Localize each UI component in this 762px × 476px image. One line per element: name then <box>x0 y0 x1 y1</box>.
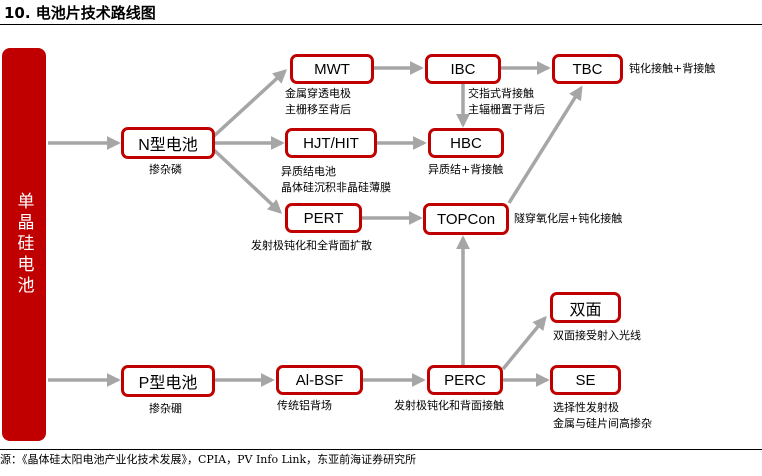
node-se: SE <box>550 365 621 395</box>
node-p-type-cell: P型电池 <box>121 365 215 397</box>
note-pert: 发射极钝化和全背面扩散 <box>251 239 372 252</box>
top-rule <box>0 24 762 25</box>
note-p-type: 掺杂硼 <box>149 402 182 415</box>
note-mwt-line-2: 主栅移至背后 <box>285 103 351 116</box>
note-hjt-line-1: 异质结电池 <box>281 165 336 178</box>
node-n-type-cell: N型电池 <box>121 127 215 159</box>
figure-title: 10. 电池片技术路线图 <box>4 4 156 22</box>
note-mwt-line-1: 金属穿透电极 <box>285 87 351 100</box>
note-se-line-2: 金属与硅片间高掺杂 <box>553 417 652 430</box>
node-ibc: IBC <box>425 54 501 84</box>
note-topcon: 隧穿氧化层+钝化接触 <box>514 212 623 225</box>
node-hbc: HBC <box>428 128 504 158</box>
node-tbc: TBC <box>552 54 623 84</box>
node-pert: PERT <box>285 203 362 233</box>
note-se-line-1: 选择性发射极 <box>553 401 619 414</box>
note-hbc: 异质结+背接触 <box>428 163 504 176</box>
note-ibc-line-1: 交指式背接触 <box>468 87 534 100</box>
source-line: 源：《晶体硅太阳电池产业化技术发展》，CPIA，PV Info Link，东亚前… <box>0 453 417 466</box>
mono-silicon-cell-label: 单晶硅电池 <box>13 192 34 297</box>
arrow-topcon-to-tbc <box>507 85 583 204</box>
node-hjt-hit: HJT/HIT <box>285 128 377 158</box>
node-al-bsf: Al-BSF <box>276 365 363 395</box>
node-mwt: MWT <box>290 54 374 84</box>
arrow-n-to-pert <box>212 148 283 214</box>
note-al-bsf: 传统铝背场 <box>277 399 332 412</box>
note-bifacial: 双面接受射入光线 <box>553 329 641 342</box>
arrow-perc-to-bifacial <box>501 315 547 371</box>
arrow-n-to-mwt <box>212 69 288 138</box>
note-tbc: 钝化接触+背接触 <box>629 62 716 75</box>
note-ibc-line-2: 主辐栅置于背后 <box>468 103 545 116</box>
note-hjt-line-2: 晶体硅沉积非晶硅薄膜 <box>281 181 391 194</box>
bottom-rule <box>0 449 762 450</box>
mono-silicon-cell-bar: 单晶硅电池 <box>2 48 46 441</box>
node-perc: PERC <box>427 365 503 395</box>
node-topcon: TOPCon <box>423 203 509 235</box>
note-n-type: 掺杂磷 <box>149 163 182 176</box>
node-bifacial: 双面 <box>550 292 621 323</box>
note-perc: 发射极钝化和背面接触 <box>394 399 504 412</box>
